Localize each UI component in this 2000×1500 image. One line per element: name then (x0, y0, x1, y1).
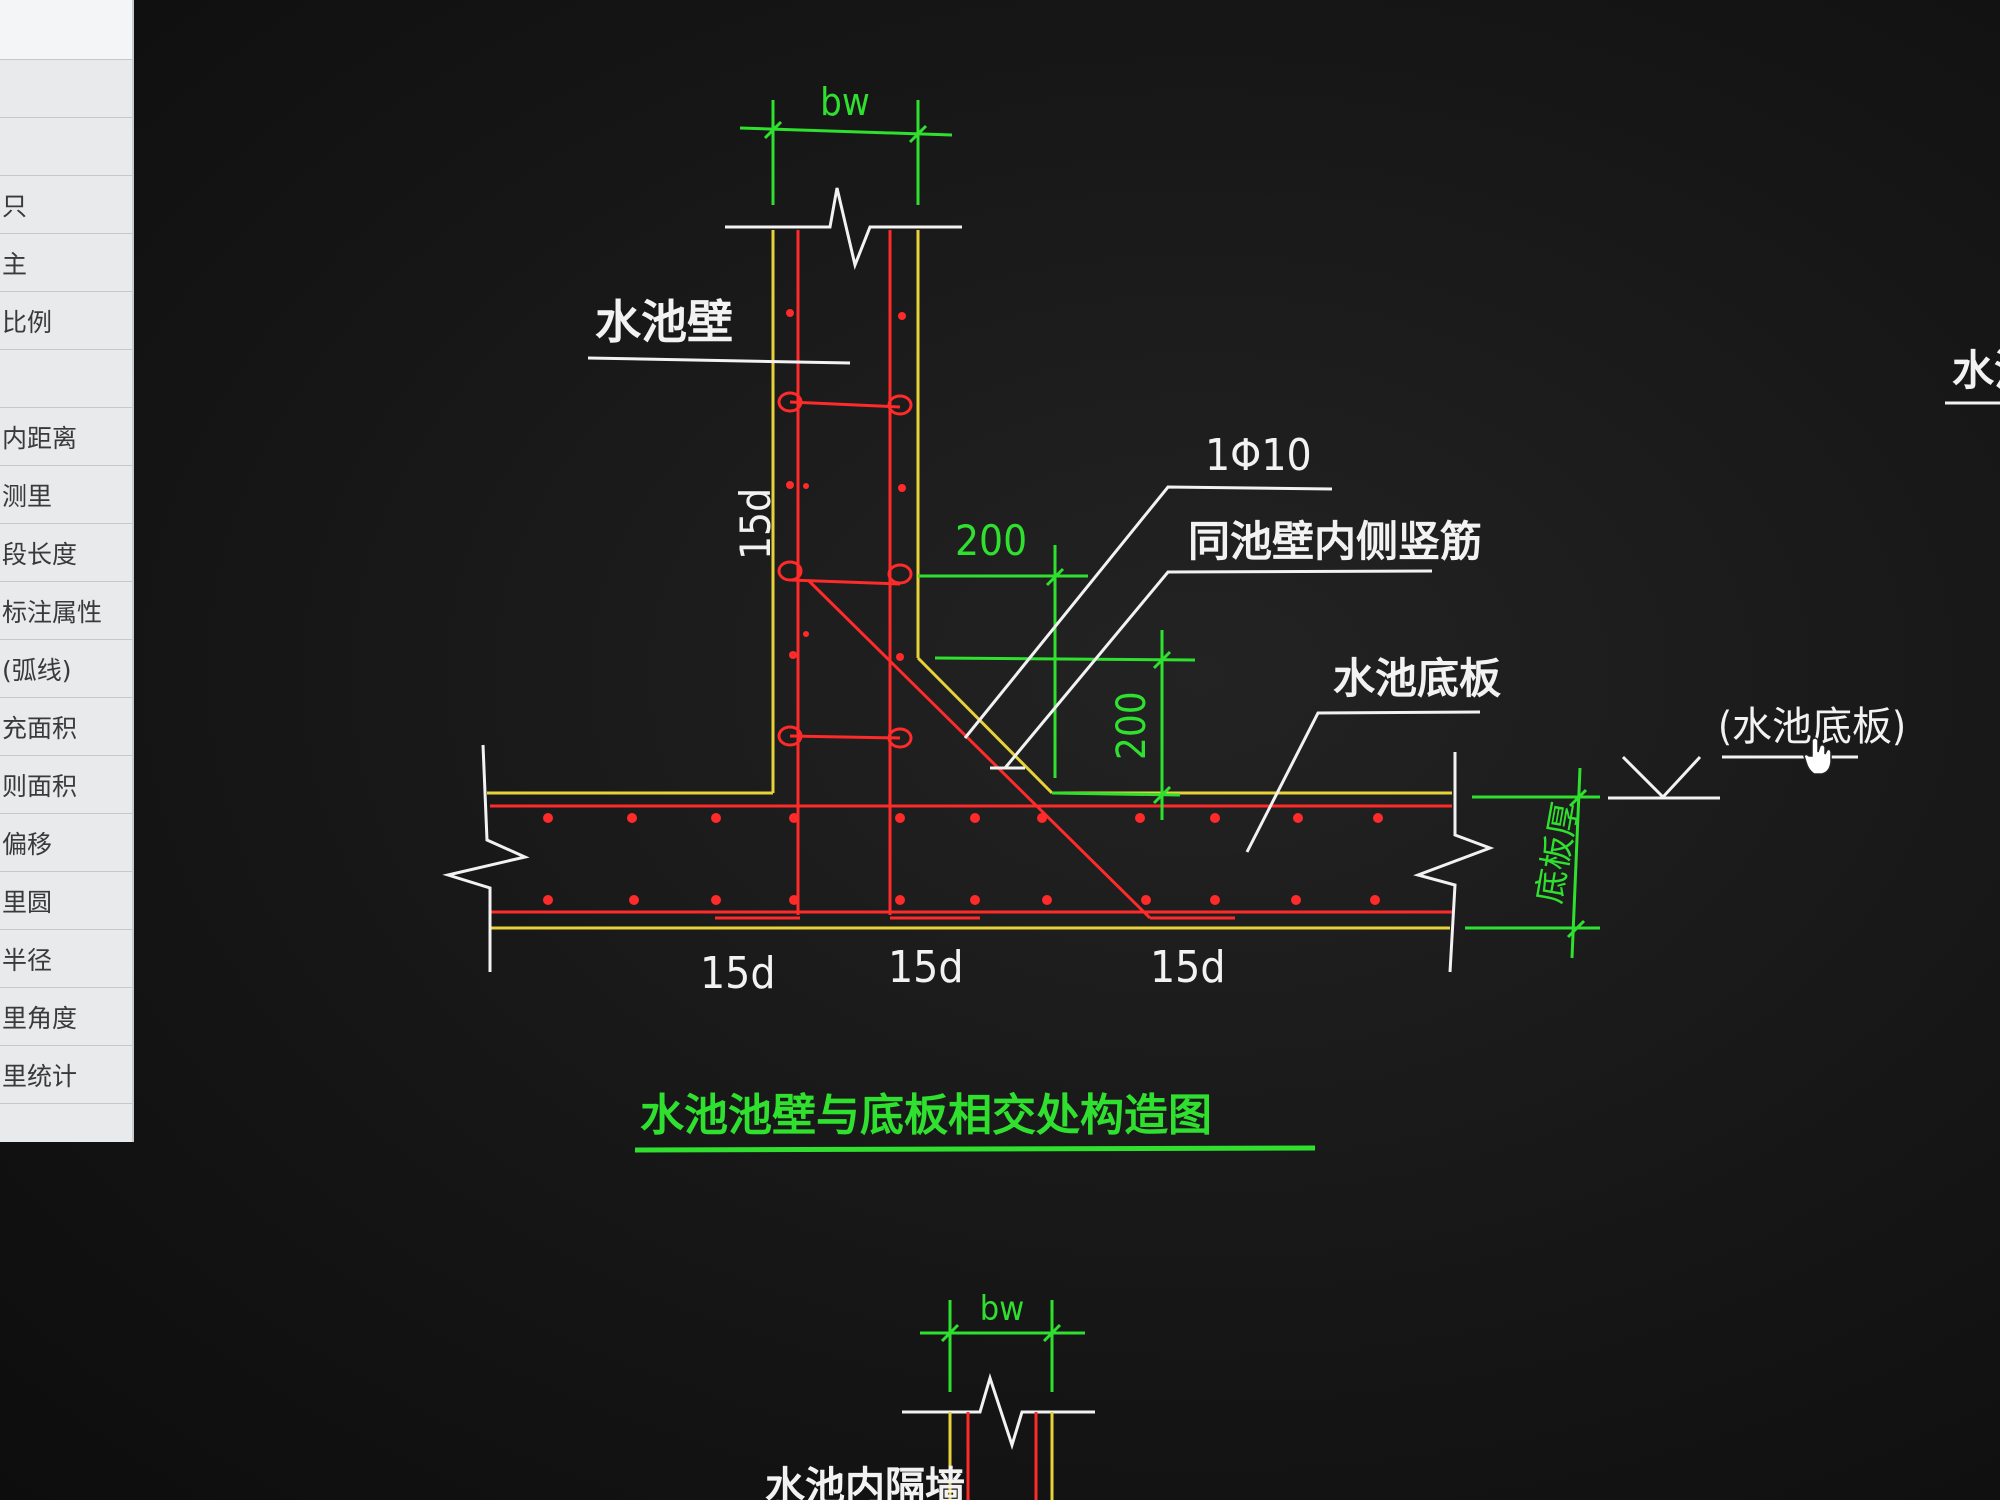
panel-row[interactable]: 测里 (0, 466, 132, 524)
panel-row[interactable] (0, 350, 132, 408)
leader-lines (587, 356, 2000, 853)
panel-row[interactable]: 标注属性 (0, 582, 132, 640)
dim-200-vertical-label: 200 (1109, 691, 1155, 760)
slab-label: 水池底板 (1333, 654, 1501, 703)
panel-row[interactable]: 主 (0, 234, 132, 292)
panel-row[interactable]: 比例 (0, 292, 132, 350)
panel-row[interactable]: 则面积 (0, 756, 132, 814)
detail-title-underline (634, 1145, 1316, 1153)
wall-rebar-dots (786, 309, 906, 661)
dimension-slab-thickness (1465, 767, 1600, 959)
next-detail-label: 水池内隔墙 (765, 1464, 965, 1500)
wall-rebar-hooks (777, 391, 913, 749)
panel-row[interactable] (0, 118, 132, 176)
panel-row[interactable] (0, 60, 132, 118)
panel-row[interactable]: 只 (0, 176, 132, 234)
anchor-length-left: 15d (731, 488, 780, 560)
panel-row[interactable]: 里圆 (0, 872, 132, 930)
wall-concrete-outline (771, 230, 1054, 795)
panel-row[interactable]: 里统计 (0, 1046, 132, 1104)
wall-label: 水池壁 (595, 295, 733, 349)
slab-rebar (490, 804, 1452, 920)
right-edge-label: 水池 (1952, 346, 2000, 395)
next-detail-wall (948, 1412, 1054, 1500)
anchor-length-bottom-left: 15d (700, 948, 776, 999)
slab-break-line-right (1413, 752, 1495, 973)
panel-row[interactable]: 偏移 (0, 814, 132, 872)
dimension-200-horizontal (918, 545, 1196, 820)
properties-panel: 只 主 比例 内距离 测里 段长度 标注属性 (弧线) 充面积 则面积 偏移 里… (0, 0, 134, 1142)
slab-thickness-label: 底板厚 (1529, 799, 1586, 906)
panel-row[interactable]: 内距离 (0, 408, 132, 466)
panel-row[interactable]: 段长度 (0, 524, 132, 582)
next-detail-width-label: bw (980, 1289, 1024, 1329)
hand-cursor-icon (1803, 737, 1832, 775)
next-detail-dimension (920, 1300, 1085, 1392)
panel-row[interactable]: 半径 (0, 930, 132, 988)
wall-break-line (725, 187, 962, 271)
wall-width-label: bw (820, 80, 870, 124)
level-triangle-icon (1621, 755, 1702, 800)
rebar-spec-label: 1Φ10 (1205, 430, 1312, 481)
dimension-bw-top (739, 100, 953, 205)
panel-row[interactable]: (弧线) (0, 640, 132, 698)
next-detail-break-line (902, 1372, 1095, 1450)
panel-row[interactable]: 充面积 (0, 698, 132, 756)
dim-200-label: 200 (955, 516, 1027, 565)
panel-row[interactable] (0, 0, 132, 60)
slab-break-line-left (442, 744, 530, 972)
anchor-length-bottom-right: 15d (1150, 942, 1226, 993)
panel-row[interactable]: 里角度 (0, 988, 132, 1046)
rebar-note-label: 同池壁内侧竖筋 (1188, 517, 1482, 566)
detail-title: 水池池壁与底板相交处构造图 (640, 1090, 1212, 1141)
slab-rebar-dots (543, 813, 1383, 905)
anchor-length-bottom-mid: 15d (888, 942, 964, 993)
